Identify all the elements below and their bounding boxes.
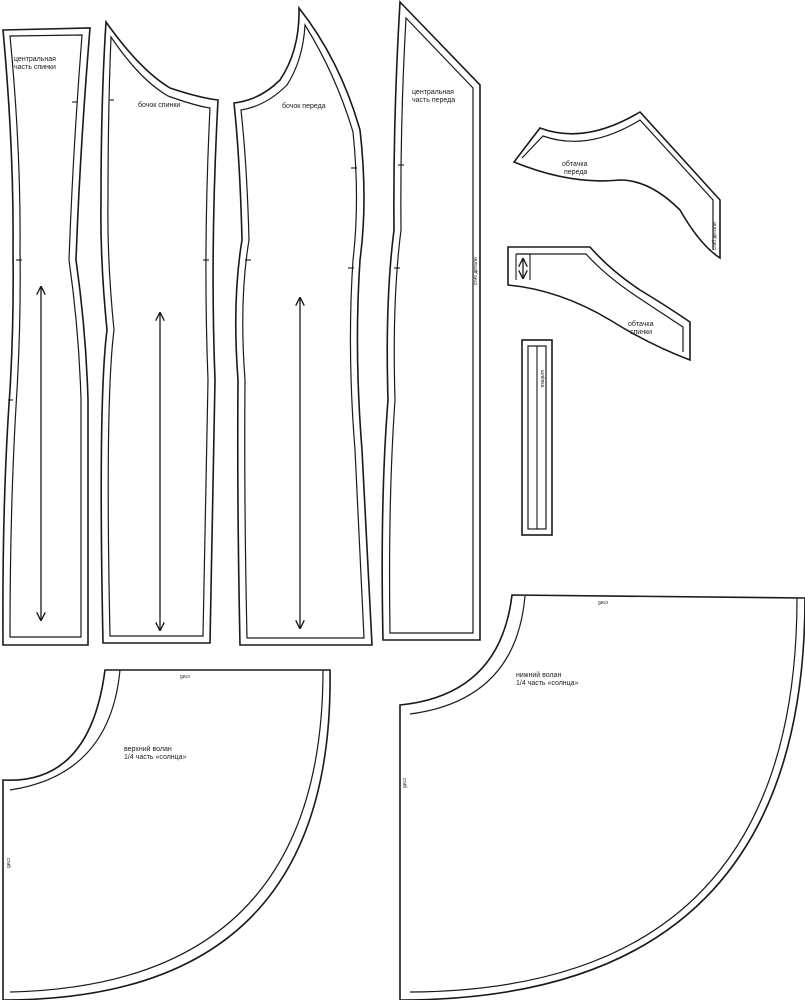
side-back-piece[interactable]: бочок спинки <box>100 19 219 644</box>
center-back-label-1: центральная <box>14 56 56 63</box>
upper-flounce-label-1: верхний волан <box>124 745 172 753</box>
lower-flounce-label-2: 1/4 часть «солнца» <box>516 680 579 687</box>
upper-flounce-fold-side: сгиб <box>5 858 11 868</box>
center-front-piece[interactable]: центральная часть переда сгиб детали <box>381 0 481 641</box>
belt-loop-piece[interactable]: шлёвка <box>521 339 553 536</box>
side-front-piece[interactable]: бочок переда <box>233 5 373 646</box>
center-front-fold-note: сгиб детали <box>473 257 479 285</box>
back-facing-label-1: обтачка <box>628 320 654 328</box>
front-facing-piece[interactable]: обтачка переда сгиб детали <box>512 110 721 260</box>
lower-flounce-piece[interactable]: нижний волан 1/4 часть «солнца» сгиб сги… <box>399 594 805 1000</box>
upper-flounce-fold-top: сгиб <box>180 673 190 679</box>
center-front-label-2: часть переда <box>412 97 455 104</box>
lower-flounce-fold-side: сгиб <box>401 778 407 788</box>
upper-flounce-piece[interactable]: верхний волан 1/4 часть «солнца» сгиб сг… <box>2 669 331 1000</box>
belt-loop-label: шлёвка <box>539 370 545 388</box>
back-facing-piece[interactable]: обтачка спинки <box>507 246 691 362</box>
center-front-label-1: центральная <box>412 89 454 96</box>
front-facing-label-1: обтачка <box>562 160 588 168</box>
lower-flounce-fold-top: сгиб <box>598 599 608 605</box>
front-facing-fold-note: сгиб детали <box>712 222 718 250</box>
side-front-label: бочок переда <box>282 102 326 110</box>
center-back-piece[interactable]: центральная часть спинки <box>2 27 91 646</box>
back-facing-label-2: спинки <box>630 329 652 336</box>
center-back-label-2: часть спинки <box>14 64 56 71</box>
upper-flounce-label-2: 1/4 часть «солнца» <box>124 754 187 761</box>
lower-flounce-label-1: нижний волан <box>516 671 561 679</box>
side-back-label: бочок спинки <box>138 101 180 109</box>
front-facing-label-2: переда <box>564 169 587 176</box>
